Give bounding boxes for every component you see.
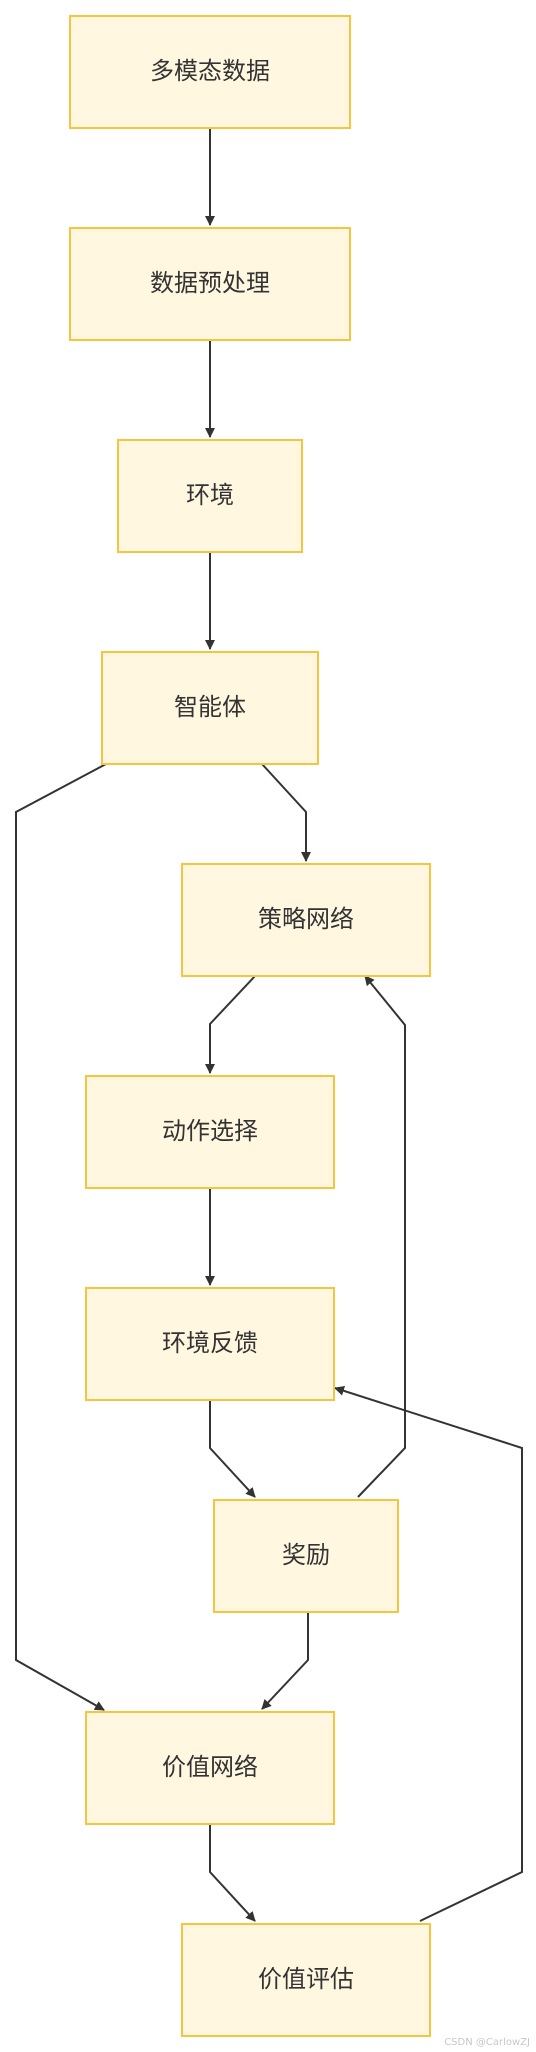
- node-env-feedback: 环境反馈: [85, 1287, 335, 1401]
- node-action-selection: 动作选择: [85, 1075, 335, 1189]
- node-reward: 奖励: [213, 1499, 399, 1613]
- node-label: 环境反馈: [162, 1329, 258, 1357]
- node-label: 智能体: [174, 693, 246, 721]
- node-label: 策略网络: [258, 905, 354, 933]
- edge-feedback-to-reward: [209, 1400, 256, 1498]
- node-label: 数据预处理: [150, 269, 270, 297]
- edge-reward-to-policy: [357, 975, 406, 1498]
- edge-evaluation-to-feedback: [334, 1385, 523, 1922]
- edge-value-to-evaluation: [209, 1824, 256, 1922]
- edge-agent-to-policy: [261, 763, 311, 862]
- node-label: 动作选择: [162, 1117, 258, 1145]
- node-agent: 智能体: [101, 651, 319, 765]
- node-data-preprocess: 数据预处理: [69, 227, 351, 341]
- node-environment: 环境: [117, 439, 303, 553]
- node-label: 价值网络: [162, 1753, 258, 1781]
- node-value-evaluation: 价值评估: [181, 1923, 431, 2037]
- edge-agent-to-value: [15, 763, 107, 1711]
- node-label: 多模态数据: [150, 57, 270, 85]
- node-value-network: 价值网络: [85, 1711, 335, 1825]
- node-policy-network: 策略网络: [181, 863, 431, 977]
- node-label: 环境: [186, 481, 234, 509]
- node-label: 奖励: [282, 1541, 330, 1569]
- node-label: 价值评估: [258, 1965, 354, 1993]
- edge-reward-to-value: [261, 1612, 309, 1710]
- node-multimodal-data: 多模态数据: [69, 15, 351, 129]
- edge-policy-to-action: [205, 975, 256, 1074]
- watermark: CSDN @CarlowZJ: [444, 2037, 530, 2048]
